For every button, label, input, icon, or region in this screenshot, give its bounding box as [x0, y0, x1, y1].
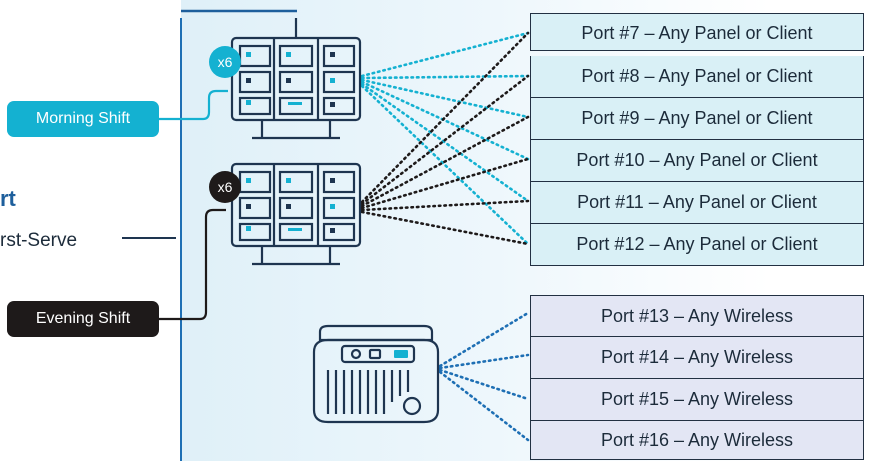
section-heading: rt: [0, 186, 16, 211]
section-subtext: rst-Serve: [0, 230, 78, 251]
port-row-13: Port #13 – Any Wireless: [530, 295, 864, 337]
port-row-9: Port #9 – Any Panel or Client: [530, 98, 864, 140]
port-row-8: Port #8 – Any Panel or Client: [530, 56, 864, 98]
morning-fan-lines: [360, 31, 530, 246]
server-rack-icon: [230, 18, 362, 140]
evening-shift-badge: Evening Shift: [7, 301, 159, 337]
multiplier-label-evening: x6: [217, 179, 233, 195]
morning-connector: [159, 89, 228, 121]
evening-fan-lines: [360, 31, 530, 246]
port-row-14: Port #14 – Any Wireless: [530, 337, 864, 379]
port-row-16: Port #16 – Any Wireless: [530, 421, 864, 460]
multiplier-label-morning: x6: [217, 54, 233, 70]
evening-connector: [159, 208, 226, 321]
port-row-11: Port #11 – Any Panel or Client: [530, 182, 864, 224]
wireless-receiver-icon: [312, 324, 440, 424]
port-row-7: Port #7 – Any Panel or Client: [530, 13, 864, 51]
server-rack-icon: [230, 162, 362, 266]
port-row-15: Port #15 – Any Wireless: [530, 379, 864, 421]
multiplier-badge-morning: [209, 46, 241, 78]
wireless-fan-lines: [438, 311, 530, 442]
port-row-10: Port #10 – Any Panel or Client: [530, 140, 864, 182]
multiplier-badge-evening: [209, 171, 241, 203]
morning-shift-badge: Morning Shift: [7, 101, 159, 137]
port-row-12: Port #12 – Any Panel or Client: [530, 224, 864, 266]
